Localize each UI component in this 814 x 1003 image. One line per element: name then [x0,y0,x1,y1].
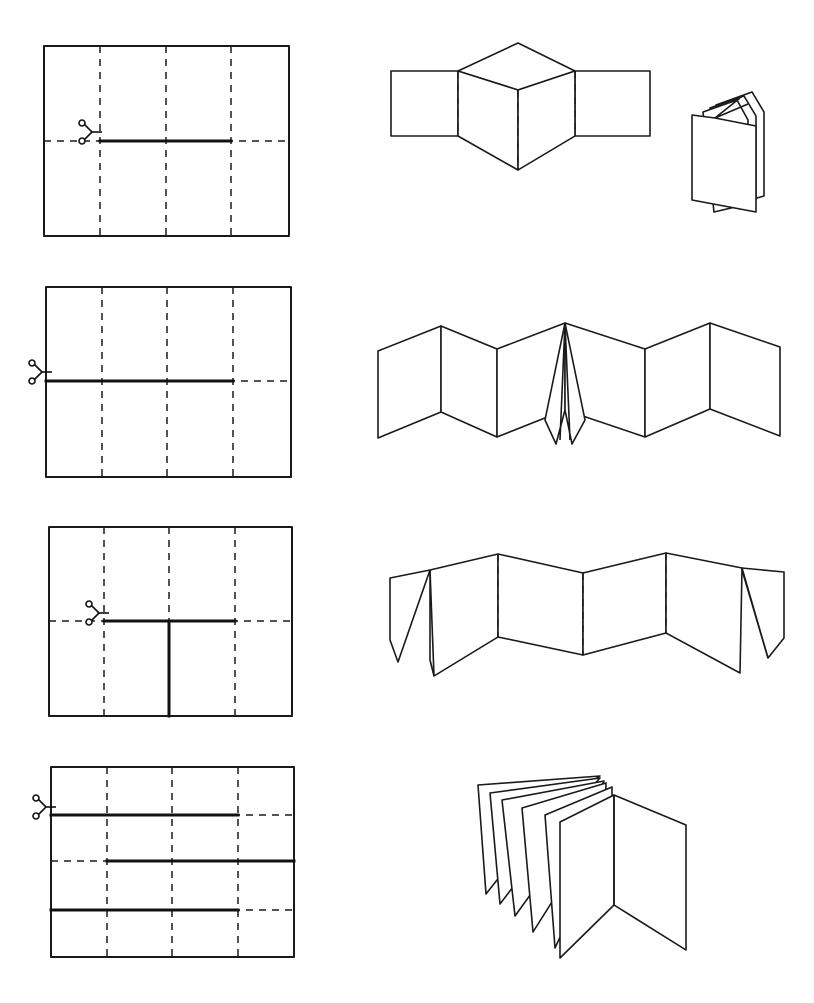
row-3-accordion-result [389,552,785,677]
spine-edge [714,97,741,119]
panel [440,325,498,438]
panel [665,552,743,674]
row-1-booklet-result [691,91,765,213]
cover [691,114,757,213]
row-1-zigzag-result [390,42,651,171]
row-1-sheet [43,45,290,237]
row-2 [28,286,781,478]
panel [709,322,781,437]
fold-edge [429,569,435,677]
panel [741,567,785,659]
front-cover [559,794,615,959]
row-4-booklet-result [477,775,687,959]
row-3 [48,526,785,718]
row-1 [43,42,765,237]
scissors-icon [32,794,56,820]
scissors-icon [28,359,52,385]
scissors-icon [78,119,102,145]
panel [574,70,651,137]
row-2-accordion-result [377,322,781,445]
panel [389,569,431,663]
row-4 [32,766,687,959]
row-3-sheet [48,526,293,718]
back-cover [613,794,687,951]
panel [390,70,459,137]
panel [497,553,584,656]
row-2-sheet [28,286,292,478]
scissors-icon [85,600,109,626]
fold-edge [741,567,769,659]
row-4-sheet [32,766,296,958]
panel [644,322,711,438]
panel [564,322,586,445]
panel [582,552,667,656]
panel [429,553,499,677]
panel [377,325,442,439]
spine-edge [714,103,749,119]
fold-edge [564,322,571,441]
fold-edge [559,322,566,441]
